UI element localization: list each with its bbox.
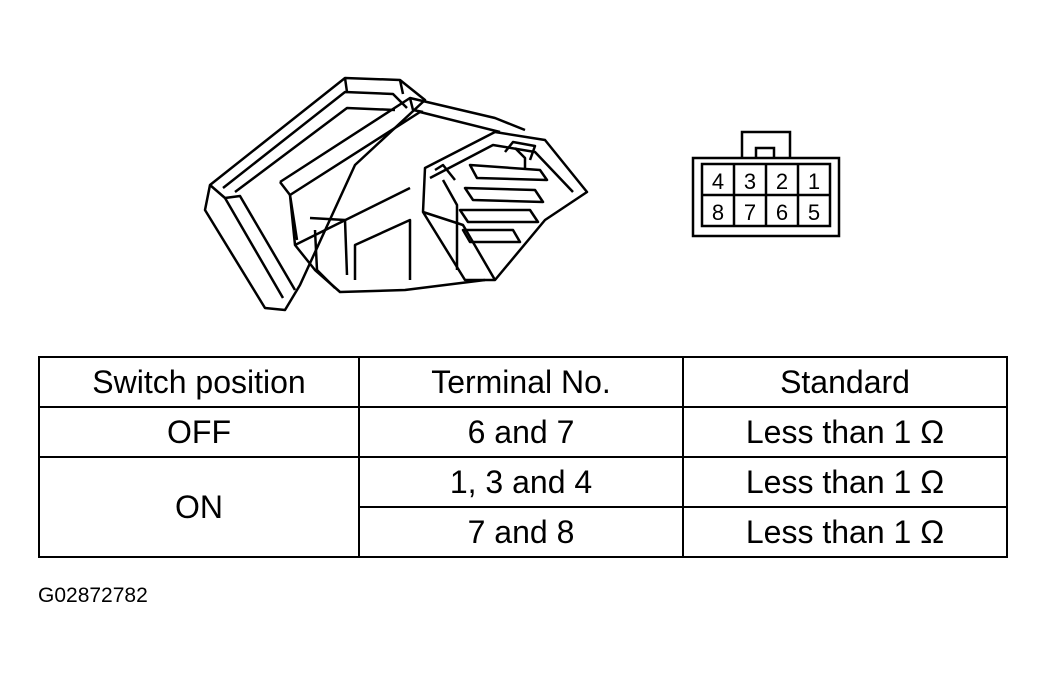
pin-label: 5 (808, 200, 820, 225)
pin-label: 7 (744, 200, 756, 225)
switch-continuity-table: Switch position Terminal No. Standard OF… (38, 356, 1008, 558)
cell-terminal-no: 1, 3 and 4 (358, 456, 684, 508)
figure-id: G02872782 (38, 584, 148, 607)
header-standard: Standard (682, 356, 1008, 408)
pin-label: 1 (808, 169, 820, 194)
cell-switch-position: OFF (38, 406, 360, 458)
pin-label: 6 (776, 200, 788, 225)
cell-switch-position: ON (38, 456, 360, 558)
table-header-row: Switch position Terminal No. Standard (38, 356, 1008, 408)
pin-label: 8 (712, 200, 724, 225)
cell-standard: Less than 1 Ω (682, 506, 1008, 558)
header-terminal-no: Terminal No. (358, 356, 684, 408)
pin-label: 2 (776, 169, 788, 194)
header-switch-position: Switch position (38, 356, 360, 408)
cell-terminal-no: 6 and 7 (358, 406, 684, 458)
cell-standard: Less than 1 Ω (682, 406, 1008, 458)
table-row: ON 1, 3 and 4 Less than 1 Ω (38, 456, 1008, 558)
connector-pinout-diagram: 4 3 2 1 8 7 6 5 (691, 130, 841, 238)
table-row: 7 and 8 Less than 1 Ω (39, 506, 1008, 558)
cell-standard: Less than 1 Ω (682, 456, 1008, 508)
table-row: OFF 6 and 7 Less than 1 Ω (38, 406, 1008, 458)
switch-illustration (203, 76, 589, 312)
cell-terminal-no: 7 and 8 (358, 506, 684, 558)
pin-label: 3 (744, 169, 756, 194)
pin-label: 4 (712, 169, 724, 194)
